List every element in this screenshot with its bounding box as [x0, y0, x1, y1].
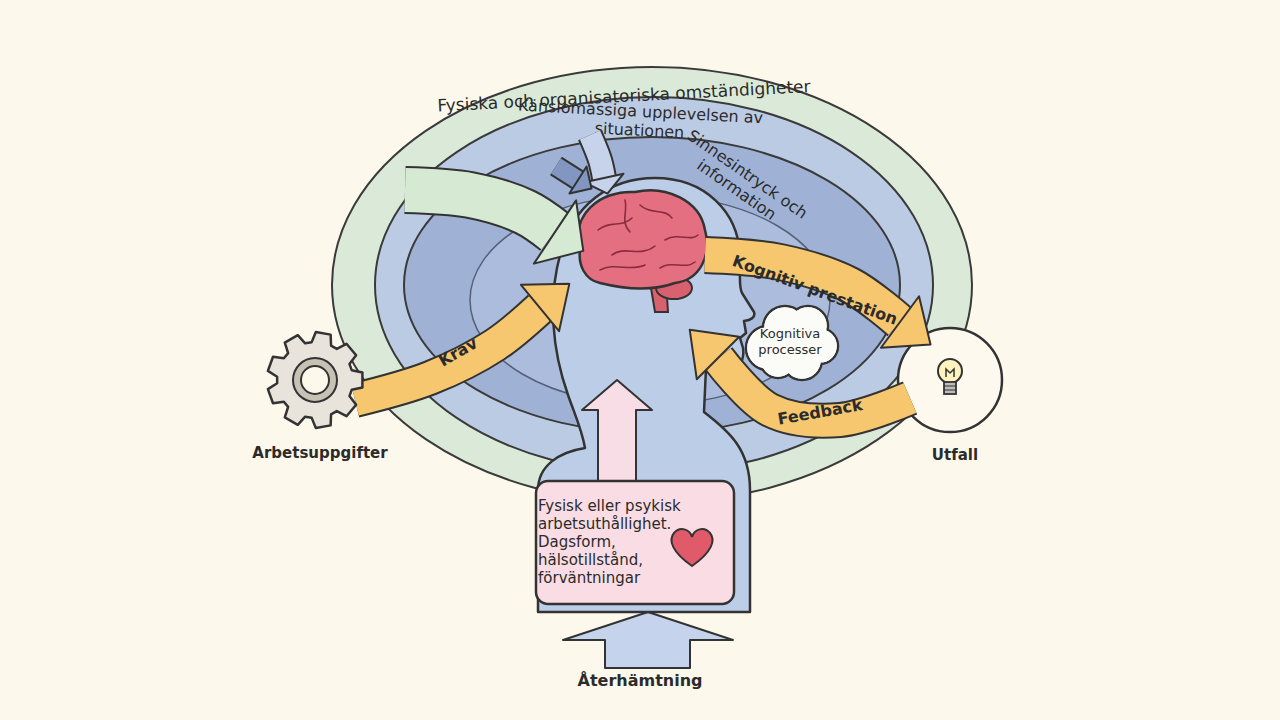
arrow-head [534, 200, 583, 263]
arrow-shaft-outline [590, 135, 604, 178]
brain-fold [612, 246, 655, 255]
arrow-head [569, 167, 591, 194]
lightbulb-glass [938, 359, 962, 383]
arrow-head [521, 284, 569, 331]
brain-fold [660, 262, 695, 268]
node-text: Utfall [905, 446, 1005, 464]
gear-symbol [268, 332, 363, 428]
node-text: Kognitiva processer [745, 326, 835, 357]
lightbulb-filament [946, 369, 954, 377]
brain-fold [640, 205, 672, 218]
arrow-label: Återhämtning [560, 671, 720, 690]
band-ellipse [375, 97, 933, 473]
lightbulb-thread [944, 386, 956, 390]
brain-folds [598, 200, 698, 270]
arrow-shaft-outline [556, 166, 578, 180]
gear-ring [293, 358, 337, 402]
up-arrow [582, 380, 652, 482]
arrow-shaft [590, 135, 604, 178]
thought-cloud: Kognitiva processer [740, 298, 840, 384]
recovery-arrow [563, 612, 733, 668]
brain [578, 190, 707, 288]
band-ellipse [332, 67, 972, 503]
inner-ring [470, 195, 830, 405]
lightbulb-base [944, 382, 956, 394]
capacity-box-outline [536, 481, 734, 604]
arrow-shaft [556, 166, 578, 180]
node-text: Arbetsuppgifter [245, 444, 395, 462]
brain-fold [625, 200, 630, 232]
outcome-circle [898, 328, 1002, 432]
brain-fold [600, 265, 645, 270]
gear-node: Arbetsuppgifter [245, 325, 395, 467]
gear-hole [301, 366, 329, 394]
cloud-outline [746, 306, 838, 380]
arrow-head [690, 330, 739, 379]
brain-fold [665, 235, 698, 240]
